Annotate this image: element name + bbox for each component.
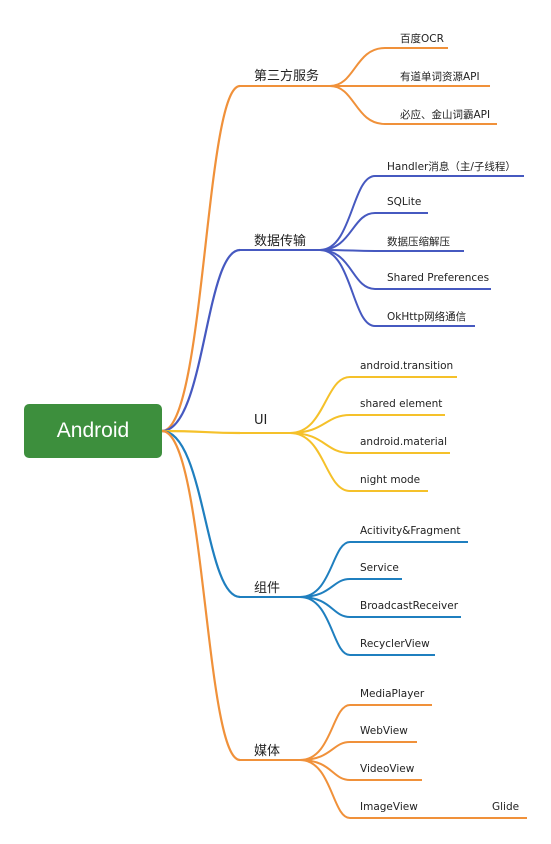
link-b1-c3	[329, 85, 497, 125]
link-b2-c3	[319, 249, 464, 252]
branch-5-label[interactable]: 媒体	[254, 744, 281, 759]
b1-child-2[interactable]: 有道单词资源API	[400, 71, 480, 83]
link-b4-c1	[299, 541, 468, 598]
link-b3-c3	[289, 432, 450, 454]
link-b2-c1	[319, 175, 524, 251]
b3-child-1[interactable]: android.transition	[360, 360, 454, 372]
b2-child-5[interactable]: OkHttp网络通信	[387, 311, 467, 323]
b2-child-1[interactable]: Handler消息（主/子线程）	[387, 161, 516, 173]
link-b2-c5	[319, 249, 475, 327]
root-label: Android	[56, 419, 130, 442]
root-node[interactable]: Android	[24, 404, 162, 458]
branch-1-label[interactable]: 第三方服务	[254, 69, 320, 84]
link-b3-c4	[289, 432, 428, 492]
b5-child-4-extra[interactable]: Glide	[492, 801, 520, 813]
link-b2-c2	[319, 212, 428, 251]
b1-child-1[interactable]: 百度OCR	[400, 33, 444, 45]
b4-child-3[interactable]: BroadcastReceiver	[360, 600, 459, 612]
b5-child-2[interactable]: WebView	[360, 725, 408, 737]
link-b2-c4	[319, 249, 491, 290]
link-b5-c4	[299, 759, 527, 819]
b4-child-4[interactable]: RecyclerView	[360, 638, 430, 650]
link-root-branch-3	[161, 429, 241, 435]
link-b3-c2	[289, 414, 445, 434]
b2-child-2[interactable]: SQLite	[387, 196, 422, 208]
b2-child-3[interactable]: 数据压缩解压	[387, 236, 450, 248]
b4-child-2[interactable]: Service	[360, 562, 399, 574]
link-root-branch-4	[161, 429, 241, 599]
branch-3-label[interactable]: UI	[254, 413, 268, 428]
link-b1-c1	[329, 47, 448, 87]
link-b5-c1	[299, 704, 432, 761]
branch-2-label[interactable]: 数据传输	[254, 234, 307, 249]
link-b4-c4	[299, 596, 435, 656]
b3-child-3[interactable]: android.material	[360, 436, 448, 448]
branch-4-label[interactable]: 组件	[254, 581, 281, 596]
link-root-branch-2	[161, 248, 241, 433]
b1-child-3[interactable]: 必应、金山词霸API	[400, 109, 491, 121]
link-b4-c3	[299, 596, 461, 618]
b5-child-4[interactable]: ImageView	[360, 801, 418, 813]
b3-child-2[interactable]: shared element	[360, 398, 443, 410]
b5-child-3[interactable]: VideoView	[360, 763, 415, 775]
b3-child-4[interactable]: night mode	[360, 474, 421, 486]
link-root-branch-5	[161, 429, 241, 762]
b5-child-1[interactable]: MediaPlayer	[360, 688, 425, 700]
link-b5-c2	[299, 741, 417, 761]
link-root-branch-1	[161, 84, 241, 433]
link-b4-c2	[299, 578, 402, 598]
link-b3-c1	[289, 376, 457, 434]
link-b5-c3	[299, 759, 422, 781]
b4-child-1[interactable]: Acitivity&Fragment	[360, 525, 461, 537]
b2-child-4[interactable]: Shared Preferences	[387, 272, 490, 284]
